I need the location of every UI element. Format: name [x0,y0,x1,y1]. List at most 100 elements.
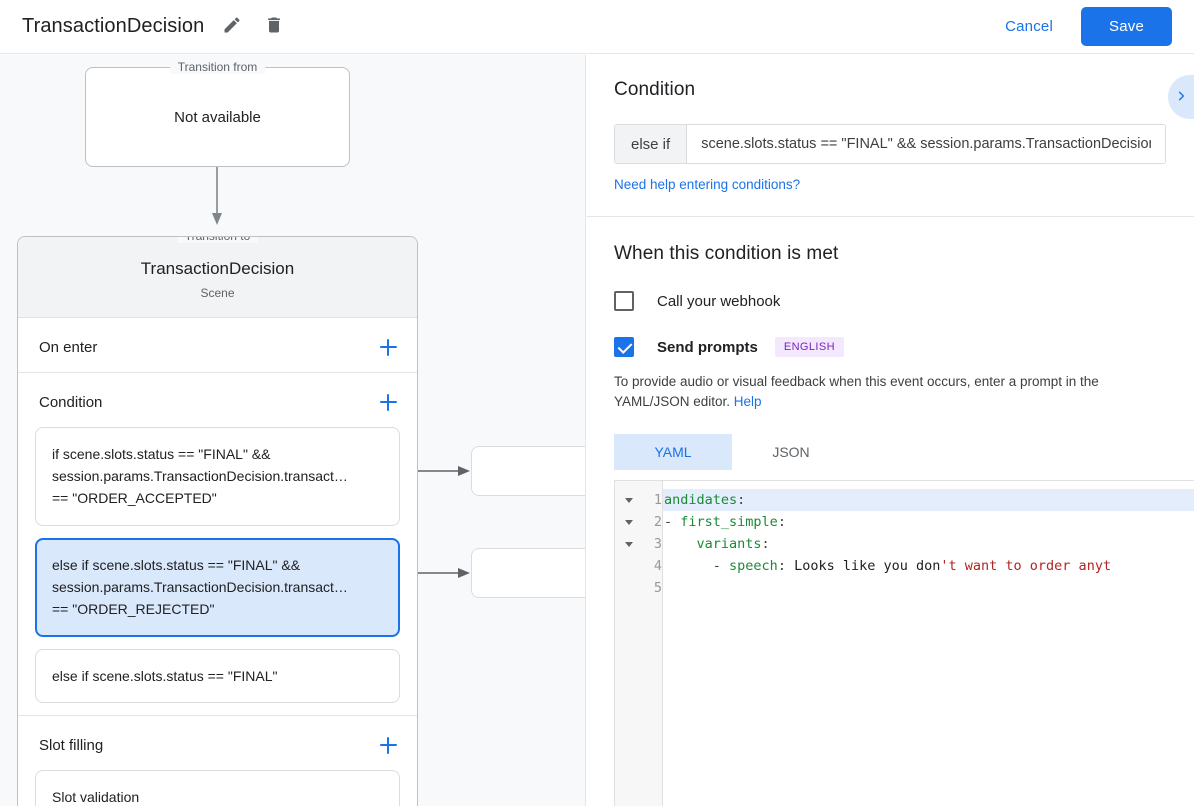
code-token: : [777,514,786,530]
code-token: speech [729,558,778,574]
prompts-description: To provide audio or visual feedback when… [614,372,1166,412]
pencil-icon [222,15,242,38]
section-head-condition: Condition [18,373,417,427]
condition-line: else if scene.slots.status == "FINAL" && [52,557,301,573]
add-condition-button[interactable] [377,391,399,413]
slot-validation-label: Slot validation [52,789,140,805]
target-node-2[interactable] [471,548,586,598]
code-token: variants [696,536,762,552]
code-line: andidates: [663,489,1194,511]
when-condition-met-title: When this condition is met [614,243,839,264]
chevron-right-icon [1174,89,1188,106]
condition-card[interactable]: if scene.slots.status == "FINAL" && sess… [35,427,400,526]
code-token: : [777,558,795,574]
save-button[interactable]: Save [1081,7,1172,46]
line-number: 3 [653,536,662,552]
code-line [663,577,1194,599]
call-webhook-checkbox[interactable] [614,291,634,311]
code-token: - [664,514,681,530]
line-number: 4 [653,558,662,574]
cancel-button[interactable]: Cancel [989,8,1069,45]
delete-button[interactable] [260,13,288,41]
editor-format-tabs: YAML JSON [614,434,1166,470]
expand-panel-button[interactable] [1168,75,1194,119]
transition-from-value: Not available [174,108,261,126]
code-line: - first_simple: [663,511,1194,533]
tab-json[interactable]: JSON [732,434,850,470]
send-prompts-label: Send prompts [657,338,758,356]
send-prompts-row[interactable]: Send prompts ENGLISH [614,337,1166,357]
code-token [664,536,697,552]
fold-toggle-icon[interactable] [615,533,643,555]
condition-operator-label: else if [615,125,688,163]
webhook-row[interactable]: Call your webhook [614,291,1166,311]
details-header: Condition else if Need help entering con… [587,55,1194,217]
call-webhook-label: Call your webhook [657,292,781,310]
details-title: Condition [614,79,696,100]
condition-line: if scene.slots.status == "FINAL" && [52,446,271,462]
line-number: 1 [653,492,662,508]
app-bar: TransactionDecision Cancel Save [0,0,1194,54]
transition-from-box: Transition from Not available [85,60,350,167]
details-panel: Condition else if Need help entering con… [587,55,1194,806]
line-number: 2 [653,514,662,530]
editor-fold-column [615,481,643,806]
condition-line: session.params.TransactionDecision.trans… [52,468,348,484]
condition-line: else if scene.slots.status == "FINAL" [52,668,278,684]
page-title: TransactionDecision [22,15,205,37]
prompts-help-link[interactable]: Help [733,394,762,409]
fold-toggle-icon[interactable] [615,511,643,533]
section-on-enter: On enter [18,318,417,373]
condition-help-link[interactable]: Need help entering conditions? [614,177,801,192]
transition-to-legend: Transition to [176,237,259,243]
edit-name-button[interactable] [218,13,246,41]
code-token: first_simple [680,514,778,530]
section-condition: Condition if scene.slots.status == "FINA… [18,373,417,716]
code-token: andidates [664,492,738,508]
app-bar-actions: Cancel Save [989,7,1194,46]
condition-line: == "ORDER_REJECTED" [52,601,215,617]
section-title-slot-filling: Slot filling [39,736,104,754]
line-number: 5 [653,580,662,596]
fold-spacer [615,555,643,577]
editor-code-area[interactable]: andidates:- first_simple: variants: - sp… [663,481,1194,806]
scene-header[interactable]: TransactionDecision Scene [18,237,417,318]
code-token: 't want to order anyt [940,558,1112,574]
condition-card[interactable]: else if scene.slots.status == "FINAL" [35,649,400,703]
condition-line: session.params.TransactionDecision.trans… [52,579,348,595]
condition-card-selected[interactable]: else if scene.slots.status == "FINAL" &&… [35,538,400,637]
condition-line: == "ORDER_ACCEPTED" [52,490,217,506]
code-line: variants: [663,533,1194,555]
section-title-on-enter: On enter [39,338,98,356]
details-body: When this condition is met Call your web… [587,217,1194,806]
slot-validation-card[interactable]: Slot validation [35,770,400,806]
fold-toggle-icon[interactable] [615,489,643,511]
section-head-on-enter: On enter [18,318,417,372]
code-token: : [761,536,770,552]
transition-from-legend: Transition from [169,60,266,74]
fold-spacer [615,577,643,599]
add-slot-filling-button[interactable] [377,734,399,756]
tab-yaml[interactable]: YAML [614,434,732,470]
scene-name: TransactionDecision [140,259,295,278]
target-node-1[interactable] [471,446,586,496]
language-badge: ENGLISH [774,337,844,357]
prompts-description-text: To provide audio or visual feedback when… [614,374,1099,409]
add-on-enter-button[interactable] [377,336,399,358]
editor-line-numbers: 1 2 3 4 5 [643,481,663,806]
code-token: - [664,558,730,574]
section-slot-filling: Slot filling Slot validation [18,716,417,806]
trash-icon [264,15,284,38]
section-head-slot-filling: Slot filling [18,716,417,770]
graph-panel[interactable]: Transition from Not available Transition… [0,55,586,806]
condition-expression-input[interactable] [687,125,1165,163]
code-token: : [737,492,746,508]
code-token: Looks like you don [794,558,941,574]
scene-type: Scene [200,286,235,300]
condition-input-row[interactable]: else if [614,124,1166,164]
code-line: - speech: Looks like you don't want to o… [663,555,1194,577]
section-title-condition: Condition [39,393,103,411]
send-prompts-checkbox[interactable] [614,337,634,357]
transition-to-card: Transition to TransactionDecision Scene … [17,236,418,806]
